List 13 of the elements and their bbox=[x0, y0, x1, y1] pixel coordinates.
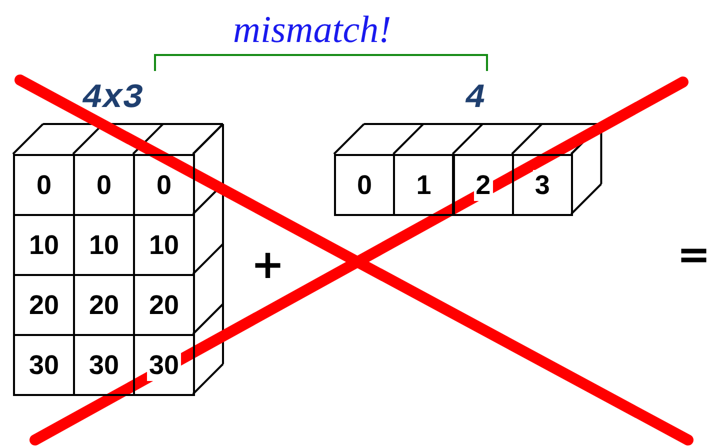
array-cell: 2 bbox=[452, 154, 514, 216]
shape-label: 4 bbox=[465, 80, 486, 118]
array-cell: 1 bbox=[393, 154, 454, 216]
array-cell: 30 bbox=[133, 334, 195, 396]
operator-symbol: = bbox=[677, 232, 711, 278]
annotation-text: mismatch! bbox=[233, 8, 392, 52]
operator-symbol: + bbox=[251, 242, 285, 288]
array-cell: 0 bbox=[133, 154, 195, 216]
array-cell: 0 bbox=[334, 154, 395, 216]
array-cell: 0 bbox=[13, 154, 75, 216]
array-cell: 3 bbox=[512, 154, 573, 216]
shape-label: 4x3 bbox=[82, 80, 144, 118]
array-cell: 30 bbox=[13, 334, 75, 396]
